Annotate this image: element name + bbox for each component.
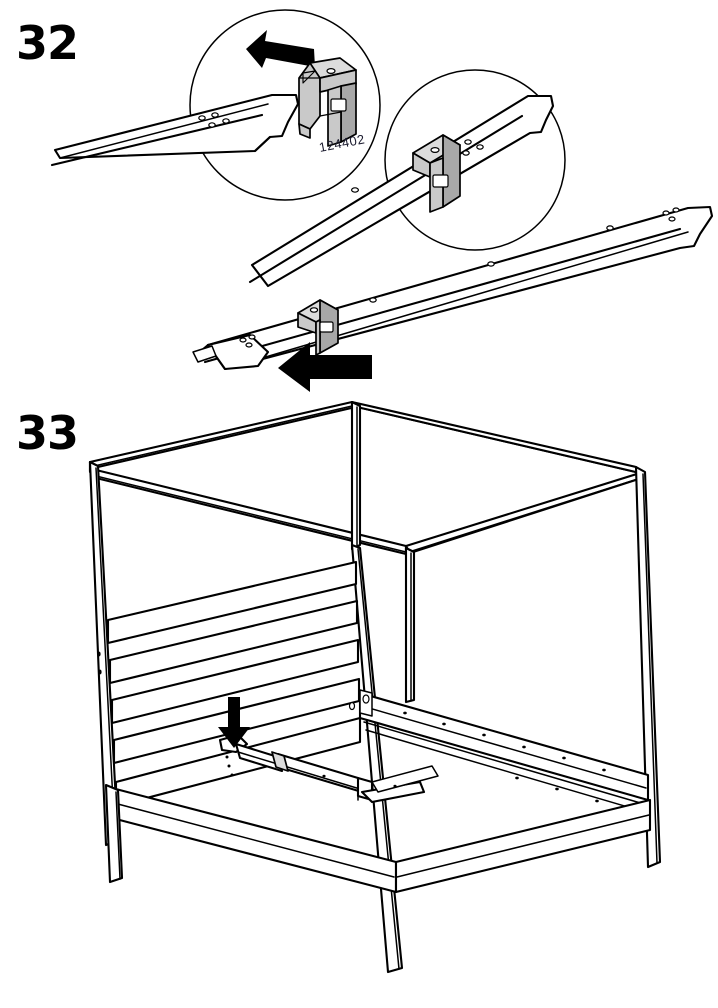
beam-dowel-dot xyxy=(225,755,229,759)
rail-hole xyxy=(668,216,676,222)
rail-end-hole xyxy=(348,701,356,711)
bracket-hole xyxy=(430,147,440,154)
arrow-beam-down xyxy=(218,697,250,748)
headboard-slat xyxy=(106,560,358,645)
bed-post-front-left xyxy=(104,783,124,884)
detail-circle-right xyxy=(384,69,566,251)
headboard-slat-panel xyxy=(106,560,362,808)
bracket-124402-exploded xyxy=(298,57,357,147)
footboard-rail xyxy=(110,786,652,894)
bed-post-far-right xyxy=(634,465,662,869)
bracket-hole xyxy=(326,67,336,74)
arrow-rail-slide xyxy=(278,342,372,392)
rail-hole xyxy=(442,722,446,726)
bracket-hole xyxy=(309,307,319,313)
rail-end-hole xyxy=(362,694,370,704)
rail-hole xyxy=(248,334,256,340)
rail-hole xyxy=(522,745,526,749)
rail-hole xyxy=(555,787,559,791)
bracket-catch-window xyxy=(432,174,449,188)
rail-hole xyxy=(198,115,206,121)
side-rail-upper xyxy=(50,93,300,167)
rail-hole xyxy=(476,144,484,150)
rail-hole xyxy=(245,342,253,348)
rail-hole xyxy=(239,337,247,343)
headboard-slat xyxy=(108,599,359,685)
rail-hole xyxy=(606,225,614,231)
rail-hole xyxy=(222,118,230,124)
bed-post-front-centre xyxy=(350,543,404,974)
rail-hole xyxy=(403,711,407,715)
rail-hole xyxy=(672,207,680,213)
bracket-catch-window xyxy=(319,321,334,333)
rail-hole xyxy=(602,768,606,772)
rail-hole xyxy=(662,210,670,216)
arrow-bracket-slide xyxy=(246,30,315,68)
beam-hole xyxy=(393,784,397,788)
bracket-124402-fitted xyxy=(412,134,461,213)
bracket-124402-on-assembly xyxy=(297,299,339,356)
step-number-32: 32 xyxy=(16,16,79,70)
rail-hole xyxy=(369,297,377,303)
bed-post-front-right xyxy=(404,546,416,704)
rail-hole xyxy=(487,261,495,267)
rail-hole xyxy=(482,733,486,737)
rail-hole xyxy=(208,122,216,128)
post-hole xyxy=(98,669,102,675)
beam-joint-collar xyxy=(271,751,289,772)
rail-hole xyxy=(515,776,519,780)
rail-hole xyxy=(464,139,472,145)
beam-dowel-dot xyxy=(230,773,234,777)
canopy-top-frame xyxy=(88,400,647,558)
step-number-33: 33 xyxy=(16,406,79,460)
rail-hole xyxy=(351,187,360,193)
beam-dowel-dot xyxy=(227,764,231,768)
rail-hole xyxy=(595,799,599,803)
rail-hole xyxy=(211,112,219,118)
rail-hole xyxy=(562,756,566,760)
bed-post-back-right xyxy=(350,400,362,551)
post-hole xyxy=(97,651,101,657)
beam-hole xyxy=(322,774,326,778)
detail-circle-left xyxy=(189,9,381,201)
side-rail-assembled xyxy=(192,205,714,371)
centre-support-beam xyxy=(218,733,439,804)
bracket-catch-window xyxy=(330,98,347,112)
rail-hole xyxy=(462,150,470,156)
headboard-slat xyxy=(110,638,360,725)
side-rail-with-bracket xyxy=(248,94,555,288)
